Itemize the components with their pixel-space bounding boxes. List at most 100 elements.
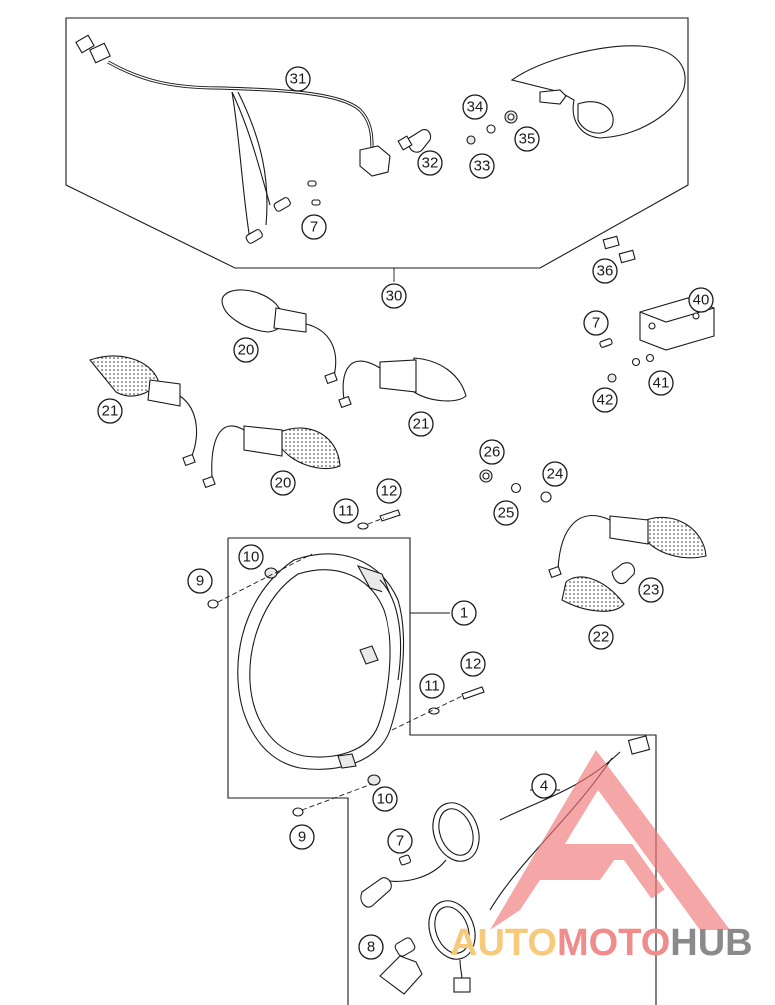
part-label-number: 26 <box>484 444 501 461</box>
tail-light-group-frame <box>65 17 689 269</box>
part-label-33: 33 <box>469 153 495 179</box>
bulb-32 <box>397 129 432 153</box>
part-label-20b: 20 <box>270 470 296 496</box>
part-label-26: 26 <box>479 439 505 465</box>
part-label-number: 10 <box>377 791 394 808</box>
part-label-9a: 9 <box>187 568 213 594</box>
part-label-number: 12 <box>381 483 398 500</box>
part-label-number: 8 <box>367 939 375 956</box>
turn-signal-21-right <box>338 357 467 409</box>
part-label-circle <box>387 828 413 854</box>
part-label-30: 30 <box>381 283 407 309</box>
part-label-number: 20 <box>275 475 292 492</box>
tail-light-housing <box>510 45 686 139</box>
turn-signal-front-right <box>548 515 707 579</box>
part-label-number: 11 <box>338 503 354 520</box>
part-label-8: 8 <box>358 934 384 960</box>
part-label-circle <box>289 824 315 850</box>
small-bulb-7b <box>599 338 613 348</box>
part-label-number: 36 <box>597 263 614 280</box>
part-label-circle <box>358 934 384 960</box>
part-label-circle <box>493 500 519 526</box>
bulb-23 <box>611 562 635 585</box>
part-label-number: 7 <box>592 315 600 332</box>
bulb-socket-7c <box>360 854 412 908</box>
headlight-group-frame <box>228 537 657 1005</box>
part-label-number: 41 <box>653 375 670 392</box>
part-label-number: 22 <box>593 629 610 646</box>
part-label-circle <box>588 624 614 650</box>
part-label-number: 34 <box>467 99 484 116</box>
washers-41-nut-42 <box>607 353 655 383</box>
part-label-number: 35 <box>519 131 536 148</box>
part-label-7c: 7 <box>387 828 413 854</box>
part-label-25: 25 <box>493 500 519 526</box>
part-label-circle <box>638 577 664 603</box>
part-label-9b: 9 <box>289 824 315 850</box>
part-label-12a: 12 <box>376 478 402 504</box>
wiring-harness-31 <box>75 34 391 241</box>
part-label-number: 7 <box>396 833 404 850</box>
part-label-circle <box>583 310 609 336</box>
part-label-number: 11 <box>424 678 440 695</box>
screws-washers-9-10-11-12 <box>207 509 485 817</box>
part-label-number: 24 <box>547 466 564 483</box>
part-label-21b: 21 <box>408 411 434 437</box>
part-label-number: 21 <box>102 403 119 420</box>
part-label-10b: 10 <box>372 786 398 812</box>
part-label-circle <box>648 370 674 396</box>
part-label-circle <box>688 287 714 313</box>
part-label-circle <box>514 126 540 152</box>
part-label-35: 35 <box>514 126 540 152</box>
part-label-11a: 11 <box>333 498 359 524</box>
part-label-circle <box>479 439 505 465</box>
part-label-number: 9 <box>196 573 204 590</box>
part-label-circle <box>97 398 123 424</box>
part-label-circle <box>408 411 434 437</box>
turn-signal-20-top <box>221 289 338 385</box>
part-label-number: 7 <box>310 219 318 236</box>
part-label-circle <box>462 94 488 120</box>
pads-36 <box>602 235 636 264</box>
part-label-number: 30 <box>386 288 403 305</box>
callouts: 31 32 33 34 35 7 30 36 40 7 41 42 20 21 21 20 26 24 25 23 22… <box>97 66 714 960</box>
part-label-number: 10 <box>243 549 260 566</box>
part-label-22: 22 <box>588 624 614 650</box>
part-label-number: 33 <box>474 158 491 175</box>
part-label-circle <box>531 773 557 799</box>
part-label-40: 40 <box>688 287 714 313</box>
headlight-bulb-8 <box>379 937 423 995</box>
part-label-circle <box>233 337 259 363</box>
part-label-circle <box>333 498 359 524</box>
part-label-number: 31 <box>290 71 307 88</box>
part-label-number: 20 <box>238 342 255 359</box>
part-label-1: 1 <box>451 600 477 626</box>
part-label-41: 41 <box>648 370 674 396</box>
part-label-7a: 7 <box>301 214 327 240</box>
part-label-circle <box>542 461 568 487</box>
headlight-housing <box>237 553 405 770</box>
part-label-circle <box>469 153 495 179</box>
part-label-7b: 7 <box>583 310 609 336</box>
part-label-32: 32 <box>417 150 443 176</box>
part-label-number: 9 <box>298 829 306 846</box>
part-label-34: 34 <box>462 94 488 120</box>
watermark-logo-shape <box>490 750 730 930</box>
part-label-42: 42 <box>592 387 618 413</box>
part-label-circle <box>417 150 443 176</box>
part-label-number: 21 <box>413 416 430 433</box>
part-label-circle <box>592 387 618 413</box>
watermark-logo <box>490 750 730 930</box>
part-label-circle <box>592 258 618 284</box>
part-label-36: 36 <box>592 258 618 284</box>
part-label-circle <box>451 600 477 626</box>
part-label-number: 1 <box>460 605 468 622</box>
nut-washer-33-34-35 <box>466 110 518 145</box>
part-label-23: 23 <box>638 577 664 603</box>
nut-washers-24-25-26 <box>479 469 552 503</box>
part-label-number: 25 <box>498 505 515 522</box>
part-label-12b: 12 <box>460 651 486 677</box>
turn-signal-20-bottom <box>202 425 341 489</box>
part-label-circle <box>301 214 327 240</box>
